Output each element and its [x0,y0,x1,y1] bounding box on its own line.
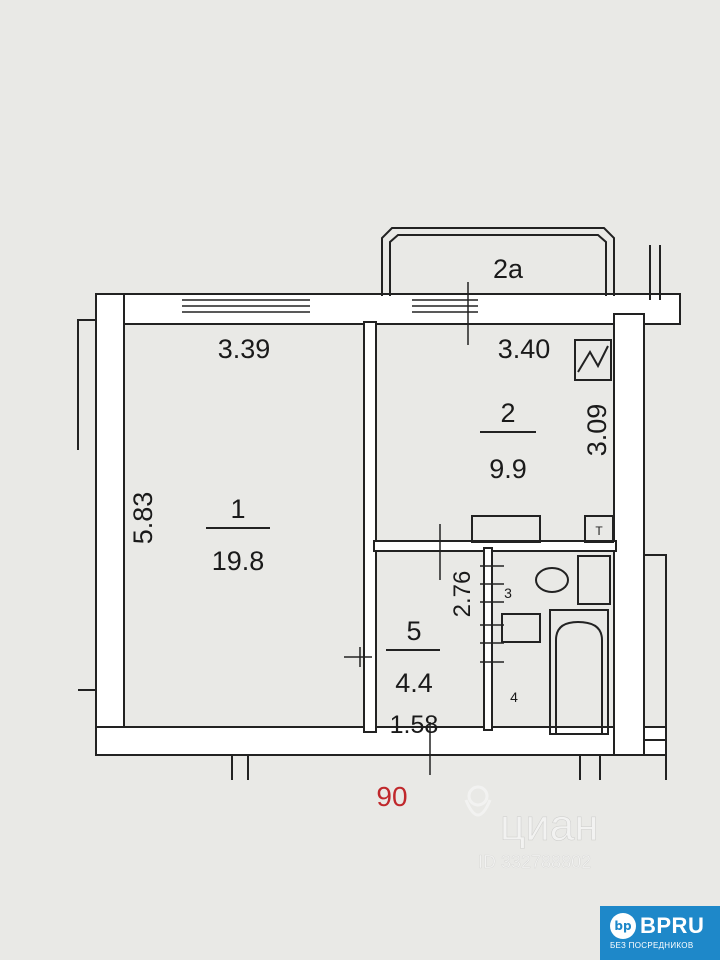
room1-height-label: 5.83 [128,492,158,545]
apartment-number: 90 [376,781,407,812]
room1-width-label: 3.39 [218,334,271,364]
room3-number-label: 3 [504,585,512,601]
exterior-walls [95,293,681,756]
location-pin-icon [464,785,492,817]
room2-width-label: 3.40 [498,334,551,364]
wall-stubs [77,245,667,780]
fixtures: T [471,339,614,735]
sink-icon [501,613,541,643]
watermark-brand: циан [500,801,599,850]
counter [471,515,541,543]
room4-number-label: 4 [510,689,518,705]
svg-text:T: T [595,524,603,538]
room1-area-label: 19.8 [212,546,265,576]
badge-name: BPRU [640,913,705,938]
room2-area-label: 9.9 [489,454,527,484]
cian-watermark: циан ID 332788802 [464,785,599,872]
badge-logo-row: bp BPRU [610,913,714,939]
bpru-badge: bp BPRU БЕЗ ПОСРЕДНИКОВ [600,906,720,960]
room5-number-label: 5 [406,616,421,646]
room5-width-label: 1.58 [390,711,439,739]
bpru-logo-icon: bp [610,913,636,939]
balcony-2a [381,227,615,296]
room2-number-label: 2 [500,398,515,428]
badge-tagline: БЕЗ ПОСРЕДНИКОВ [610,941,694,950]
room5-area-label: 4.4 [395,668,433,698]
stove-icon [574,339,612,381]
watermark-id: ID 332788802 [478,852,591,872]
room5-height-label: 2.76 [449,571,476,618]
bathtub-icon [555,620,603,734]
room1-number-label: 1 [230,494,245,524]
fridge-icon [584,515,614,543]
room2-height-label: 3.09 [582,404,612,457]
interior-walls [363,321,617,733]
toilet-icon [577,555,611,605]
windows [182,299,478,313]
dimension-ticks [344,282,504,775]
room-2a-label: 2а [493,254,524,284]
